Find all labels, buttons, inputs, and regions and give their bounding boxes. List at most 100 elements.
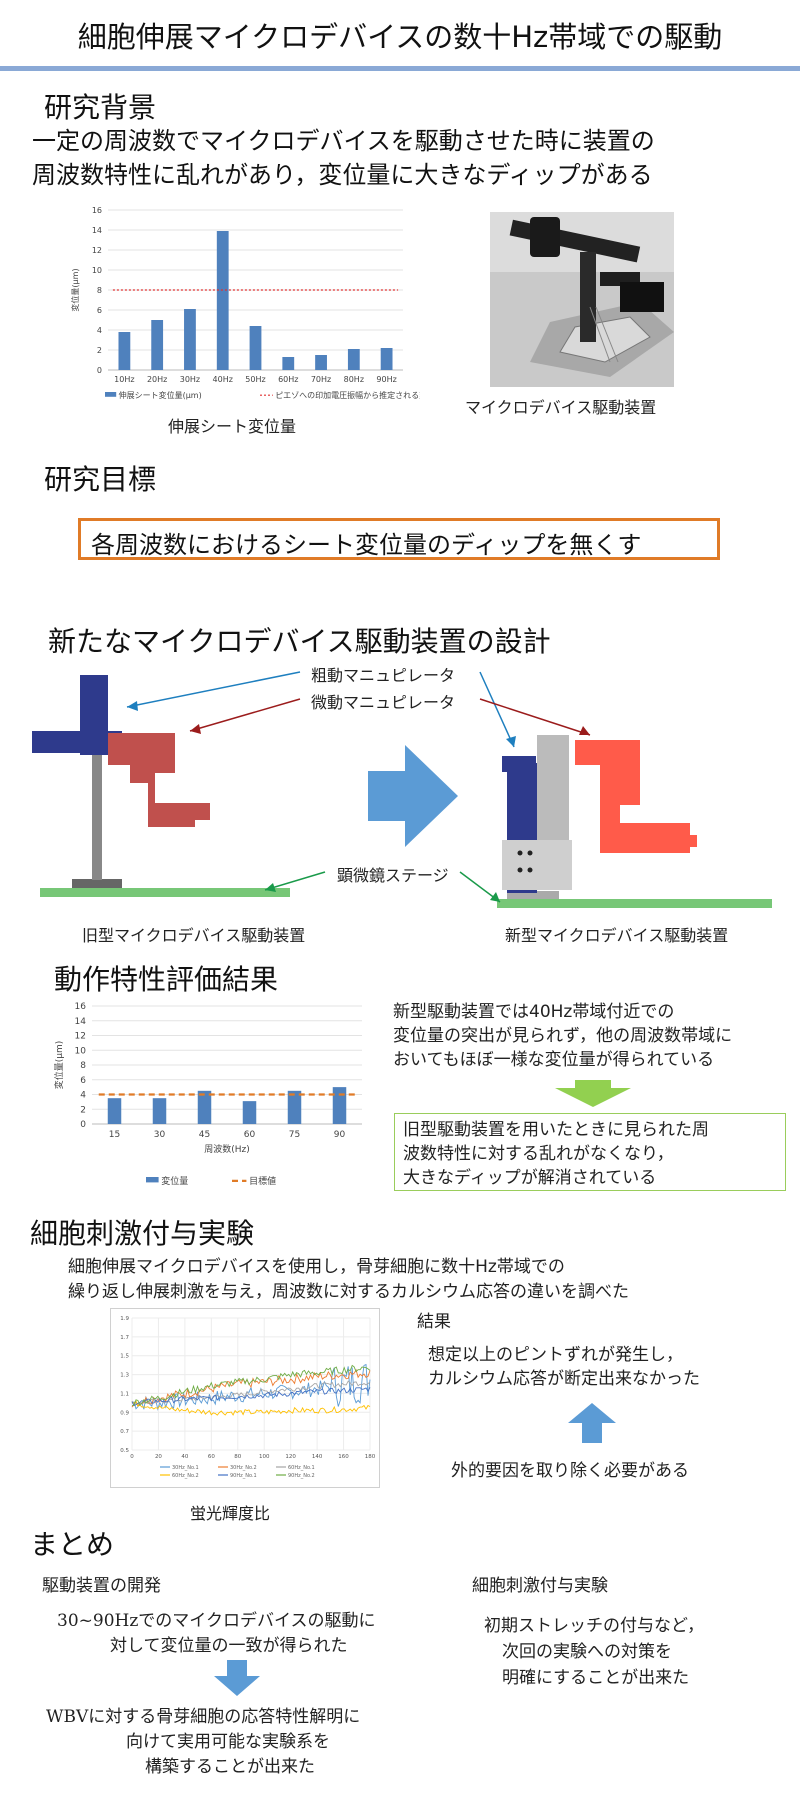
coarse-arrow-left — [126, 671, 301, 708]
result-line-1: 想定以上のピントずれが発生し， — [428, 1345, 683, 1365]
blue-down-arrow — [214, 1660, 260, 1696]
evaluation-heading: 動作特性評価結果 — [54, 963, 279, 996]
x-tick-label: 75 — [289, 1130, 300, 1140]
green-down-arrow — [555, 1080, 631, 1107]
bar — [249, 326, 262, 370]
x-tick-label: 60 — [244, 1130, 256, 1140]
y-tick-label: 0.7 — [120, 1429, 129, 1435]
chart-sheet-displacement-caption: 伸展シート変位量 — [168, 417, 297, 436]
fine-arrow-right — [479, 698, 591, 736]
summary-right-1: 初期ストレッチの付与など， — [484, 1616, 705, 1636]
x-tick-label: 15 — [109, 1130, 120, 1140]
summary-left-3: WBVに対する骨芽細胞の応答特性解明に — [46, 1707, 361, 1727]
y-tick-label: 0.5 — [120, 1448, 129, 1454]
design-diagram — [32, 671, 772, 908]
y-tick-label: 10 — [75, 1046, 87, 1056]
legend-label: 30Hz_No.2 — [230, 1465, 257, 1471]
x-tick-label: 140 — [312, 1454, 323, 1460]
legend-label: ピエゾへの印加電圧振幅から推定される変位量 — [275, 390, 420, 400]
bar — [118, 332, 131, 370]
bar — [347, 349, 360, 370]
summary-right-2: 次回の実験への対策を — [502, 1642, 672, 1662]
x-tick-label: 10Hz — [114, 375, 134, 384]
y-tick-label: 14 — [75, 1017, 87, 1027]
y-tick-label: 8 — [80, 1061, 86, 1071]
series-line — [131, 1400, 371, 1416]
legend-label: 変位量 — [161, 1175, 188, 1187]
bar — [151, 320, 164, 370]
y-tick-label: 6 — [80, 1076, 86, 1086]
y-tick-label: 4 — [80, 1091, 86, 1101]
old-base — [72, 879, 122, 888]
fluorescence-chart-caption: 蛍光輝度比 — [190, 1504, 271, 1523]
legend-label: 30Hz_No.1 — [172, 1465, 199, 1471]
legend-swatch — [105, 392, 117, 397]
poster-title: 細胞伸展マイクロデバイスの数十Hz帯域での駆動 — [77, 20, 723, 54]
x-tick-label: 90Hz — [376, 375, 396, 384]
y-tick-label: 10 — [92, 266, 102, 275]
y-tick-label: 0 — [80, 1120, 86, 1130]
bar — [107, 1098, 122, 1124]
y-tick-label: 16 — [92, 206, 102, 215]
evaluation-text-3: おいてもほぼ一様な変位量が得られている — [393, 1050, 715, 1070]
x-tick-label: 180 — [365, 1454, 376, 1460]
y-tick-label: 8 — [97, 286, 102, 295]
x-tick-label: 80 — [234, 1454, 241, 1460]
bar — [242, 1101, 257, 1124]
new-device-caption: 新型マイクロデバイス駆動装置 — [505, 926, 729, 945]
summary-left-4: 向けて実用可能な実験系を — [126, 1732, 330, 1752]
x-tick-label: 60 — [208, 1454, 215, 1460]
y-tick-label: 14 — [92, 226, 102, 235]
new-fine-manipulator — [575, 740, 697, 853]
new-base — [507, 891, 559, 899]
stage-arrow-left — [264, 871, 326, 891]
y-tick-label: 2 — [97, 346, 102, 355]
x-tick-label: 45 — [199, 1130, 210, 1140]
x-tick-label: 50Hz — [245, 375, 265, 384]
series-line — [131, 1387, 371, 1407]
x-tick-label: 60Hz — [278, 375, 298, 384]
bar — [282, 357, 295, 370]
experiment-heading: 細胞刺激付与実験 — [30, 1217, 255, 1250]
y-tick-label: 0.9 — [120, 1410, 129, 1416]
new-block — [502, 840, 572, 890]
fine-arrow-left — [189, 698, 301, 732]
y-tick-label: 1.1 — [120, 1391, 129, 1397]
y-tick-label: 1.7 — [120, 1335, 129, 1341]
background-heading: 研究背景 — [44, 91, 157, 124]
legend-label: 60Hz_No.2 — [172, 1473, 199, 1479]
goal-heading: 研究目標 — [44, 463, 157, 496]
device-photo-caption: マイクロデバイス駆動装置 — [465, 398, 657, 417]
legend-label: 伸展シート変位量(μm) — [119, 390, 202, 400]
legend-swatch — [146, 1177, 159, 1183]
title-divider — [0, 66, 800, 71]
bar — [380, 348, 393, 370]
old-stage — [40, 888, 290, 897]
x-tick-label: 30Hz — [180, 375, 200, 384]
experiment-line-1: 細胞伸展マイクロデバイスを使用し，骨芽細胞に数十Hz帯域での — [68, 1257, 565, 1277]
summary-left-1: 30~90Hzでのマイクロデバイスの駆動に — [57, 1611, 376, 1631]
x-tick-label: 120 — [285, 1454, 296, 1460]
summary-left-2: 対して変位量の一致が得られた — [110, 1636, 348, 1656]
summary-heading: まとめ — [30, 1528, 115, 1561]
label-fine-manipulator: 微動マニュピレータ — [311, 693, 456, 712]
x-tick-label: 80Hz — [344, 375, 364, 384]
evaluation-box-line-2: 波数特性に対する乱れがなくなり， — [403, 1144, 674, 1164]
y-tick-label: 1.3 — [120, 1373, 129, 1379]
series-line — [131, 1368, 371, 1408]
goal-box: 各周波数におけるシート変位量のディップを無くす — [78, 518, 720, 560]
x-tick-label: 40 — [181, 1454, 188, 1460]
series-line — [131, 1364, 371, 1406]
evaluation-text-2: 変位量の突出が見られず，他の周波数帯域に — [393, 1026, 733, 1046]
need-text: 外的要因を取り除く必要がある — [451, 1461, 689, 1481]
x-tick-label: 40Hz — [213, 375, 233, 384]
evaluation-text-1: 新型駆動装置では40Hz帯域付近での — [393, 1002, 675, 1022]
summary-right-label: 細胞刺激付与実験 — [472, 1576, 608, 1596]
label-microscope-stage: 顕微鏡ステージ — [337, 866, 449, 885]
evaluation-box-line-3: 大きなディップが解消されている — [403, 1168, 657, 1188]
background-line-1: 一定の周波数でマイクロデバイスを駆動させた時に装置の — [32, 127, 655, 155]
background-line-2: 周波数特性に乱れがあり，変位量に大きなディップがある — [32, 161, 653, 189]
